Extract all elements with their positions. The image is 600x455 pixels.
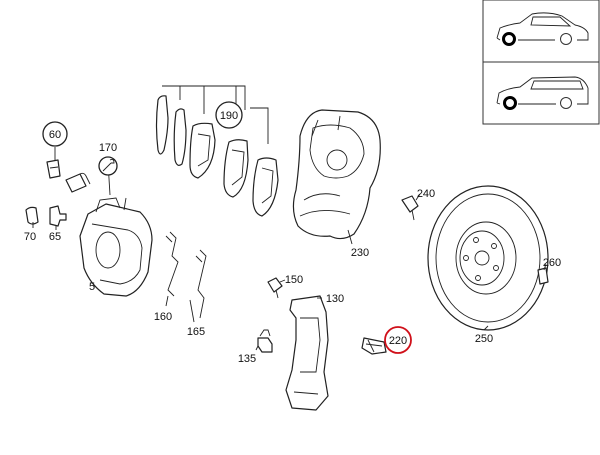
callout-160[interactable]: 160 (154, 311, 172, 323)
caliper-carrier (285, 295, 329, 411)
wrench-icon (98, 156, 118, 176)
guide-bolt-65 (49, 205, 67, 227)
part-label-190: 190 (220, 110, 238, 122)
part-label-60: 60 (49, 129, 61, 141)
callout-65[interactable]: 65 (49, 231, 61, 243)
bolt-220 (361, 337, 387, 355)
bolt-60 (46, 159, 61, 179)
guide-pin-170 (65, 172, 91, 193)
wagon-icon[interactable] (496, 76, 589, 110)
callout-130[interactable]: 130 (326, 293, 344, 305)
callout-260[interactable]: 260 (543, 257, 561, 269)
bleeder-135 (257, 329, 273, 353)
part-label-70: 70 (24, 231, 36, 243)
screw-260 (537, 267, 549, 285)
callout-5[interactable]: 5 (89, 281, 95, 293)
callout-150[interactable]: 150 (285, 274, 303, 286)
callout-60[interactable]: 60 (42, 121, 68, 147)
brake-caliper (79, 197, 153, 297)
callout-250[interactable]: 250 (475, 333, 493, 345)
callout-165[interactable]: 165 (187, 326, 205, 338)
callout-230[interactable]: 230 (351, 247, 369, 259)
callout-240[interactable]: 240 (417, 188, 435, 200)
callout-220[interactable]: 220 (384, 326, 412, 354)
brake-disc (427, 185, 549, 331)
brake-pads (155, 95, 279, 217)
part-label-165: 165 (187, 326, 205, 338)
callout-135[interactable]: 135 (238, 353, 256, 365)
part-label-130: 130 (326, 293, 344, 305)
callout-190[interactable]: 190 (215, 101, 243, 129)
callout-70[interactable]: 70 (24, 231, 36, 243)
part-label-150: 150 (285, 274, 303, 286)
part-label-160: 160 (154, 311, 172, 323)
bolt-240 (401, 195, 419, 221)
part-label-170: 170 (99, 142, 117, 154)
spring-clip-165 (195, 249, 207, 319)
dust-shield (292, 109, 381, 240)
part-label-260: 260 (543, 257, 561, 269)
vehicle-selector (482, 0, 600, 125)
bolt-150 (267, 277, 283, 299)
spring-clip-160 (165, 231, 179, 297)
part-label-240: 240 (417, 188, 435, 200)
part-label-250: 250 (475, 333, 493, 345)
part-label-5: 5 (89, 281, 95, 293)
sedan-icon[interactable] (496, 12, 589, 46)
callout-170[interactable]: 170 (99, 142, 117, 154)
part-label-220: 220 (389, 335, 407, 347)
part-label-230: 230 (351, 247, 369, 259)
part-label-135: 135 (238, 353, 256, 365)
part-label-65: 65 (49, 231, 61, 243)
cap-70 (25, 206, 39, 225)
leader-lines-190 (162, 85, 269, 144)
